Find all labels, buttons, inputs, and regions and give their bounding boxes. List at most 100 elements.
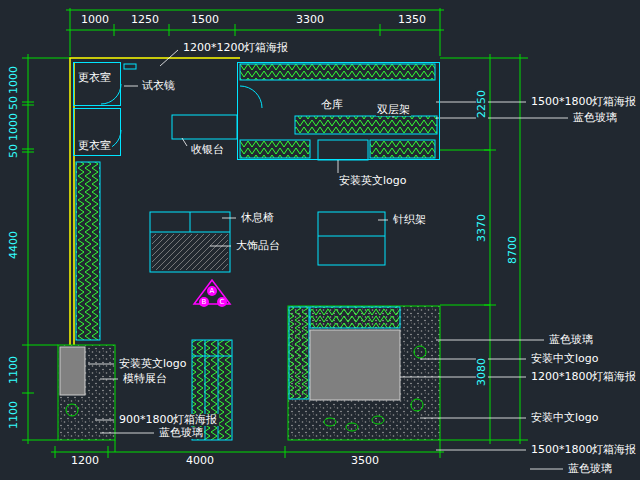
dimension-value: 3080 — [476, 357, 488, 387]
callout-label: 休息椅 — [240, 212, 275, 224]
top-dimension-line — [66, 8, 444, 56]
dimension-value: 1500 — [190, 14, 220, 26]
leader-line — [400, 377, 526, 378]
callout-label: 900*1800灯箱海报 — [118, 414, 219, 426]
leader-line — [436, 340, 544, 341]
leader-line — [378, 220, 388, 221]
chair-divider — [150, 212, 230, 232]
leader-line — [530, 469, 563, 470]
leader-line — [393, 116, 394, 118]
dimension-value: 1000 — [8, 65, 20, 95]
wall — [70, 58, 240, 345]
callout-label: 双层架 — [376, 104, 411, 116]
plant — [411, 399, 423, 411]
wall-rack — [76, 162, 100, 340]
room-label: 仓库 — [320, 99, 344, 111]
door-arc — [101, 84, 121, 104]
leader-line — [95, 420, 114, 421]
leader-line — [88, 364, 114, 365]
section-letter: A — [210, 288, 215, 295]
dimension-value: 3370 — [476, 213, 488, 243]
top-rack — [310, 307, 400, 328]
leader-line — [100, 433, 154, 434]
dimension-value: 3300 — [295, 14, 325, 26]
leader-line — [160, 50, 178, 66]
fitting-room: 更衣室 — [73, 108, 121, 156]
section-marker — [199, 297, 209, 307]
leader-line — [338, 160, 339, 173]
callout-label: 收银台 — [190, 144, 225, 156]
logo-wall — [318, 140, 368, 160]
section-marker — [207, 286, 217, 296]
dimension-value: 1000 — [8, 112, 20, 142]
granite-floor — [288, 306, 440, 440]
room-label: 更衣室 — [77, 140, 112, 152]
callout-label: 1200*1800灯箱海报 — [530, 371, 638, 383]
dimension-value: 1000 — [80, 14, 110, 26]
dimension-value: 4000 — [185, 455, 215, 467]
side-rack — [289, 307, 309, 399]
leader-line — [420, 418, 526, 419]
section-marker — [217, 297, 227, 307]
section-letter: C — [220, 299, 225, 306]
dimension-value: 4400 — [8, 230, 20, 260]
leader-line — [436, 118, 568, 119]
leader-line — [124, 86, 138, 87]
dimension-value: 8700 — [507, 235, 519, 265]
plant — [414, 346, 426, 358]
rest-chair — [150, 212, 230, 272]
leader-line — [100, 379, 118, 380]
right-dimension-line — [440, 54, 528, 444]
display-platform — [310, 330, 400, 400]
leader-line — [222, 218, 236, 219]
dimension-value: 1350 — [397, 14, 427, 26]
leader-lines — [88, 50, 568, 469]
knit-rack — [318, 212, 385, 265]
dimension-value: 50 — [8, 95, 20, 111]
callout-label: 安装中文logo — [530, 412, 600, 424]
plant — [372, 416, 384, 424]
dimension-lines — [22, 8, 528, 458]
dimension-value: 3500 — [350, 455, 380, 467]
dimension-value: 50 — [8, 143, 20, 159]
shelf — [240, 140, 310, 158]
mirror — [124, 64, 136, 69]
callout-label: 1200*1200灯箱海报 — [182, 42, 290, 54]
callout-label: 蓝色玻璃 — [567, 463, 613, 475]
shelf — [295, 116, 437, 134]
callout-label: 蓝色玻璃 — [548, 334, 594, 346]
furniture — [76, 64, 437, 440]
cashier-counter — [172, 115, 237, 139]
plant — [66, 404, 78, 416]
callout-label: 1500*1800灯箱海报 — [530, 96, 638, 108]
shelf — [240, 64, 435, 80]
callout-label: 针织架 — [392, 214, 427, 226]
fitting-room: 更衣室 — [73, 62, 121, 106]
window-display — [58, 306, 440, 440]
knit-rack-divider — [318, 236, 385, 237]
callout-label: 蓝色玻璃 — [158, 427, 204, 439]
dimension-value: 1100 — [8, 355, 20, 385]
leader-line — [210, 246, 231, 247]
dimension-value: 1100 — [8, 400, 20, 430]
callout-label: 安装英文logo — [338, 175, 408, 187]
callout-label: 安装英文logo — [118, 358, 188, 370]
callout-label: 大饰品台 — [235, 240, 281, 252]
callout-label: 1500*1800灯箱海报 — [530, 444, 638, 456]
jewelry-table — [152, 234, 228, 270]
callout-label: 安装中文logo — [530, 353, 600, 365]
section-symbol — [194, 280, 230, 307]
leader-line — [182, 138, 187, 146]
callout-label: 试衣镜 — [141, 80, 176, 92]
callout-label: 蓝色玻璃 — [572, 112, 618, 124]
granite-floor — [58, 345, 115, 440]
bottom-dimension-line — [51, 440, 444, 458]
dimension-value: 1250 — [130, 14, 160, 26]
model-stand — [60, 347, 85, 395]
dimension-value: 2250 — [476, 89, 488, 119]
room-label: 更衣室 — [77, 72, 112, 84]
leader-line — [436, 450, 526, 451]
door-arc — [240, 86, 262, 108]
plant — [324, 418, 336, 426]
